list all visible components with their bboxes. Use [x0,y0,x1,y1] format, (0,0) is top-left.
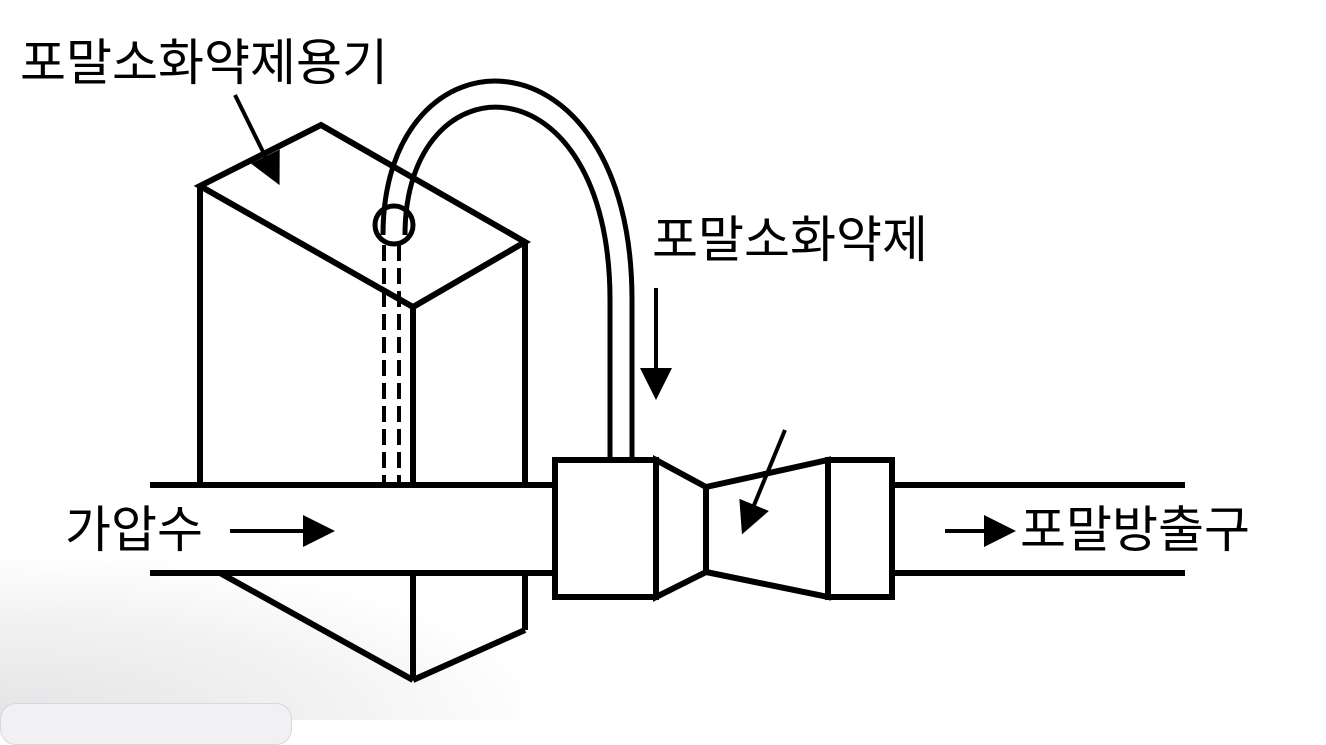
inlet-pipe [150,482,553,576]
container-label: 포말소화약제용기 [20,34,388,92]
container-pointer-arrow [233,94,280,186]
foam-container [193,121,532,683]
foam-proportioner-diagram [150,78,1185,683]
venturi-mixer [552,454,895,602]
pickup-tube [382,245,401,485]
agent-label: 포말소화약제 [652,211,928,269]
pressurized-water-label: 가압수 [65,501,203,559]
background-shadow [0,560,520,720]
foam-hose [380,78,635,460]
outlet-label: 포말방출구 [1020,501,1250,559]
venturi-pointer-arrow [739,429,787,535]
outlet-pipe [892,482,1185,576]
hose-ring [372,203,416,247]
